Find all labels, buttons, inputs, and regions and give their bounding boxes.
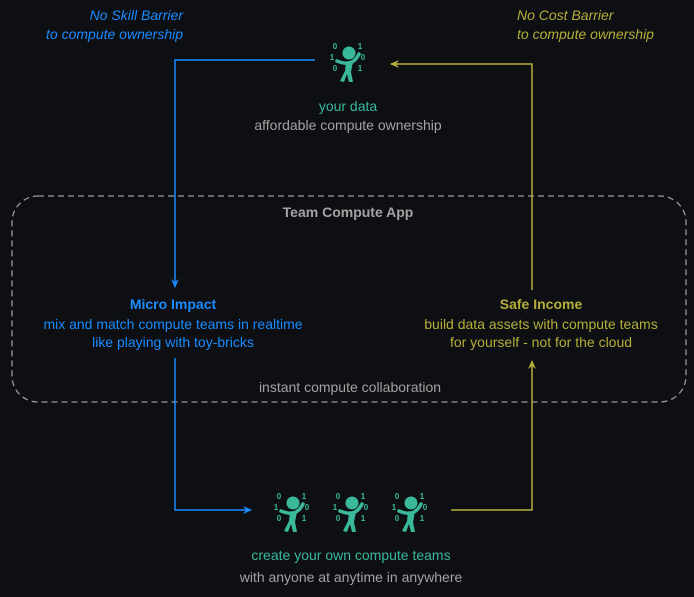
binary-digit: 1 xyxy=(361,514,366,523)
arrow-micro-impact-to-teams xyxy=(174,358,252,514)
person-binary-icon: 0 1 0 1 0 1 xyxy=(333,492,369,532)
binary-digit: 0 xyxy=(336,514,341,523)
binary-digit: 1 xyxy=(302,492,307,501)
app-footer: instant compute collaboration xyxy=(259,379,441,395)
binary-digit: 0 xyxy=(395,514,400,523)
no-skill-barrier-note: No Skill Barrier xyxy=(90,7,185,23)
binary-digit: 0 xyxy=(336,492,341,501)
person-binary-icon: 0 1 0 1 0 1 xyxy=(330,42,366,82)
binary-digit: 0 xyxy=(305,503,310,512)
binary-digit: 1 xyxy=(330,53,335,62)
no-skill-barrier-note-sub: to compute ownership xyxy=(46,26,183,42)
arrow-teams-to-safe-income xyxy=(451,360,536,511)
teams-title: create your own compute teams xyxy=(251,547,450,563)
your-data-subtitle: affordable compute ownership xyxy=(254,117,442,133)
micro-impact-line1: mix and match compute teams in realtime xyxy=(43,316,302,332)
micro-impact-line2: like playing with toy-bricks xyxy=(92,334,254,350)
binary-digit: 1 xyxy=(420,514,425,523)
safe-income-line1: build data assets with compute teams xyxy=(424,316,657,332)
binary-digit: 1 xyxy=(274,503,279,512)
binary-digit: 0 xyxy=(364,503,369,512)
binary-digit: 0 xyxy=(423,503,428,512)
binary-digit: 1 xyxy=(358,42,363,51)
binary-digit: 1 xyxy=(302,514,307,523)
safe-income-line2: for yourself - not for the cloud xyxy=(450,334,632,350)
no-cost-barrier-note-sub: to compute ownership xyxy=(517,26,654,42)
binary-digit: 1 xyxy=(361,492,366,501)
your-data-title: your data xyxy=(319,98,378,114)
no-cost-barrier-note: No Cost Barrier xyxy=(517,7,615,23)
binary-digit: 0 xyxy=(361,53,366,62)
binary-digit: 0 xyxy=(277,514,282,523)
binary-digit: 1 xyxy=(392,503,397,512)
binary-digit: 0 xyxy=(277,492,282,501)
person-binary-icon: 0 1 0 1 0 1 xyxy=(274,492,310,532)
arrow-data-to-micro-impact xyxy=(171,59,315,288)
safe-income-title: Safe Income xyxy=(500,296,583,312)
arrow-safe-income-to-data xyxy=(390,60,533,290)
team-compute-app-boundary xyxy=(11,195,687,403)
teams-subtitle: with anyone at anytime in anywhere xyxy=(239,569,463,585)
binary-digit: 1 xyxy=(420,492,425,501)
binary-digit: 0 xyxy=(333,64,338,73)
app-title: Team Compute App xyxy=(283,204,414,220)
binary-digit: 1 xyxy=(333,503,338,512)
binary-digit: 0 xyxy=(333,42,338,51)
person-binary-icon: 0 1 0 1 0 1 xyxy=(392,492,428,532)
binary-digit: 0 xyxy=(395,492,400,501)
micro-impact-title: Micro Impact xyxy=(130,296,217,312)
binary-digit: 1 xyxy=(358,64,363,73)
